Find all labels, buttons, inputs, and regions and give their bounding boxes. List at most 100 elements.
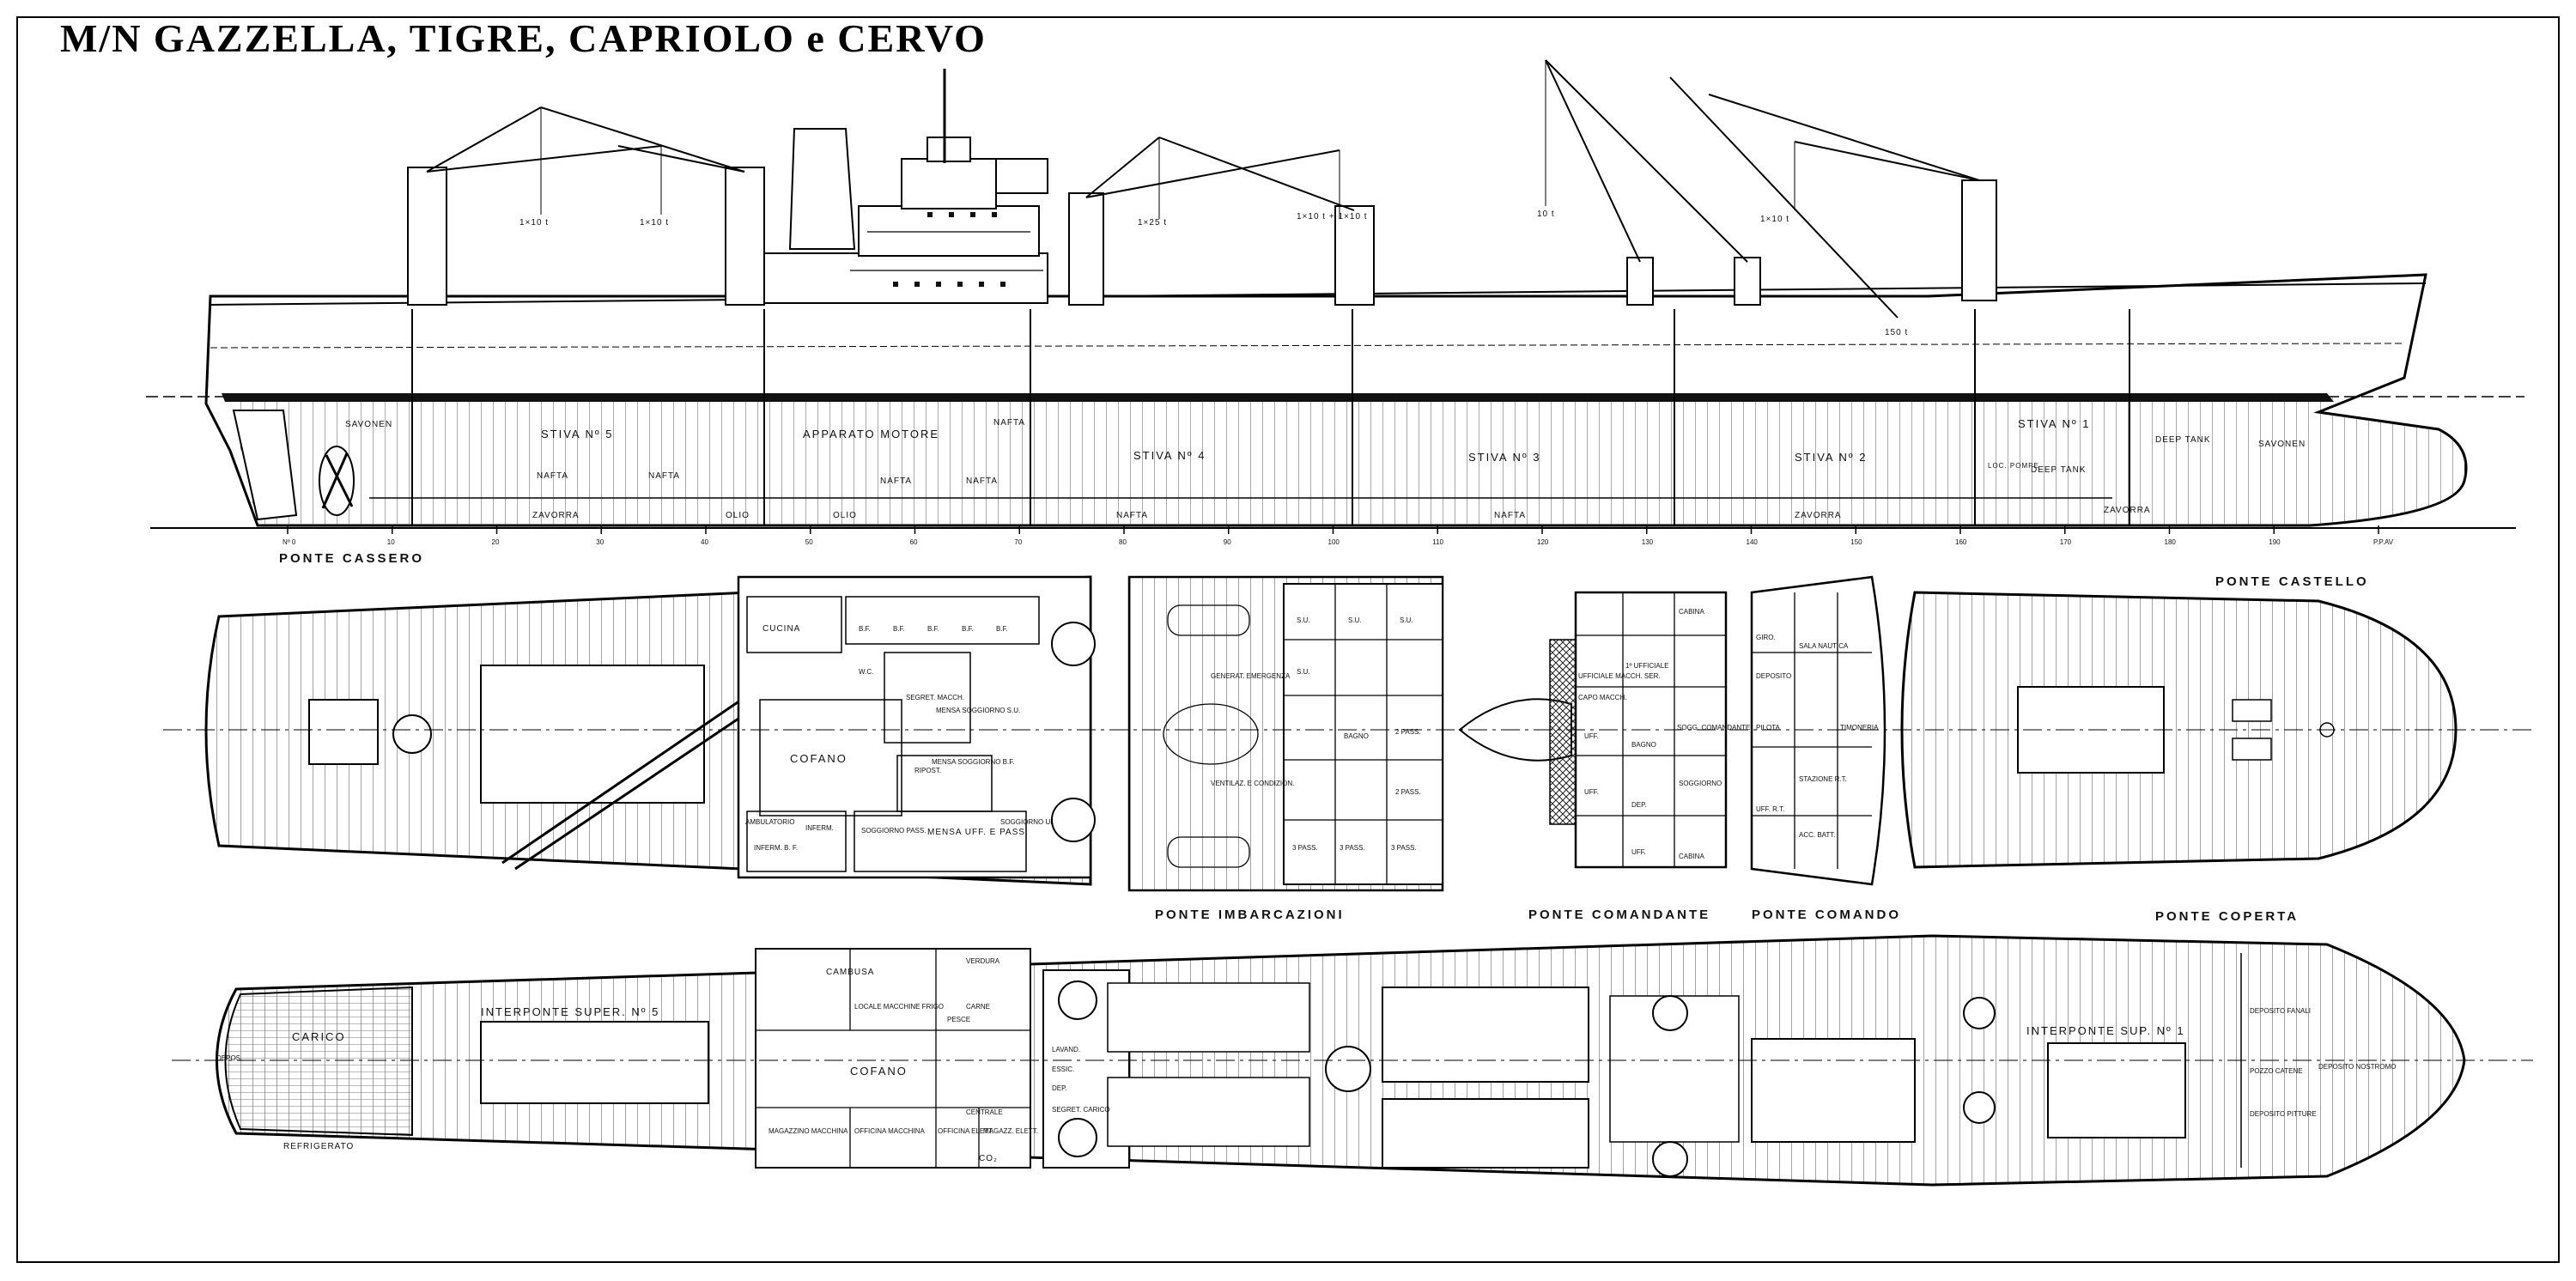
svg-text:STIVA Nº 1: STIVA Nº 1 (2018, 417, 2090, 430)
frame-number: 40 (701, 538, 708, 546)
svg-text:S.U.: S.U. (1400, 616, 1413, 624)
tank-labels: SAVONEN NAFTA NAFTA NAFTA NAFTA NAFTA ZA… (345, 418, 2305, 520)
frame-number: 60 (910, 538, 918, 546)
title-ponte-comando: PONTE COMANDO (1752, 908, 1901, 922)
svg-text:MAGAZZ. ELETT.: MAGAZZ. ELETT. (983, 1127, 1038, 1135)
frame-number: 170 (2060, 538, 2072, 546)
hold-labels: STIVA Nº 5 APPARATO MOTORE STIVA Nº 4 ST… (541, 417, 2090, 464)
svg-text:NAFTA: NAFTA (648, 471, 680, 481)
title-ponte-comandante: PONTE COMANDANTE (1528, 908, 1710, 922)
svg-text:SOGG. COMANDANTE: SOGG. COMANDANTE (1677, 724, 1750, 732)
interponte-aft-labels: INTERPONTE SUPER. Nº 5 CARICO REFRIGERAT… (216, 1005, 658, 1151)
frame-number: 20 (492, 538, 500, 546)
svg-text:ZAVORRA: ZAVORRA (532, 511, 580, 520)
svg-text:ACC. BATT.: ACC. BATT. (1799, 831, 1836, 839)
svg-text:W.C.: W.C. (859, 668, 873, 676)
svg-text:B.F.: B.F. (996, 625, 1008, 633)
svg-text:SOGGIORNO PASS.: SOGGIORNO PASS. (861, 827, 926, 835)
frame-number: 120 (1537, 538, 1549, 546)
svg-text:ZAVORRA: ZAVORRA (2104, 506, 2151, 515)
svg-text:1º UFFICIALE: 1º UFFICIALE (1625, 662, 1669, 670)
svg-text:RIPOST.: RIPOST. (914, 767, 941, 774)
svg-text:COFANO: COFANO (850, 1065, 908, 1078)
tween-deck-plan: INTERPONTE SUPER. Nº 5 CARICO REFRIGERAT… (172, 934, 2533, 1187)
svg-text:S.U.: S.U. (1297, 616, 1310, 624)
frame-number: Nº 0 (283, 538, 296, 546)
svg-text:DEEP TANK: DEEP TANK (2031, 465, 2087, 475)
imbarcazioni-room-labels: GENERAT. EMERGENZA VENTILAZ. E CONDIZION… (1211, 616, 1421, 852)
frame-number: 100 (1328, 538, 1340, 546)
svg-text:CARICO: CARICO (292, 1030, 346, 1043)
svg-text:NAFTA: NAFTA (880, 477, 912, 486)
svg-text:REFRIGERATO: REFRIGERATO (283, 1142, 354, 1151)
drawing-title: M/N GAZZELLA, TIGRE, CAPRIOLO e CERVO (60, 16, 987, 60)
svg-text:10 t: 10 t (1537, 209, 1555, 219)
svg-text:CAMBUSA: CAMBUSA (826, 968, 874, 977)
interponte-fwd-labels: INTERPONTE SUP. Nº 1 DEPOSITO NOSTROMO D… (2026, 1007, 2397, 1118)
svg-text:DEEP TANK: DEEP TANK (2155, 435, 2211, 445)
svg-text:INFERM. B. F.: INFERM. B. F. (754, 844, 798, 852)
svg-text:S.U.: S.U. (1297, 668, 1310, 676)
svg-text:PILOTA: PILOTA (1756, 724, 1781, 732)
svg-text:NAFTA: NAFTA (1494, 511, 1526, 520)
svg-text:CABINA: CABINA (1679, 608, 1704, 616)
svg-text:POZZO CATENE: POZZO CATENE (2250, 1067, 2303, 1075)
svg-text:1×10 t + 1×10 t: 1×10 t + 1×10 t (1297, 212, 1368, 222)
svg-text:B.F.: B.F. (962, 625, 974, 633)
svg-text:ESSIC.: ESSIC. (1052, 1065, 1074, 1073)
svg-text:ZAVORRA: ZAVORRA (1795, 511, 1842, 520)
sheet-border (16, 16, 2560, 1263)
svg-text:MAGAZZINO MACCHINA: MAGAZZINO MACCHINA (769, 1127, 848, 1135)
svg-text:UFF.: UFF. (1584, 788, 1599, 796)
derrick-rigging (426, 59, 1980, 319)
frame-number: 10 (387, 538, 395, 546)
comandante-room-labels: UFFICIALE MACCH. SER. 1º UFFICIALE CAPO … (1578, 608, 1750, 860)
svg-text:GENERAT. EMERGENZA: GENERAT. EMERGENZA (1211, 672, 1291, 680)
svg-text:SOGGIORNO: SOGGIORNO (1679, 780, 1722, 787)
frame-number: 70 (1014, 538, 1022, 546)
svg-text:SAVONEN: SAVONEN (345, 420, 392, 429)
svg-text:CUCINA: CUCINA (762, 624, 800, 634)
svg-text:DEPOSITO FANALI: DEPOSITO FANALI (2250, 1007, 2311, 1015)
svg-text:CABINA: CABINA (1679, 853, 1704, 860)
svg-text:TIMONERIA: TIMONERIA (1840, 724, 1879, 732)
svg-text:STIVA Nº 4: STIVA Nº 4 (1133, 449, 1206, 462)
svg-text:BAGNO: BAGNO (1631, 741, 1656, 749)
svg-text:BAGNO: BAGNO (1344, 732, 1369, 740)
svg-text:LOCALE MACCHINE FRIGO: LOCALE MACCHINE FRIGO (854, 1003, 944, 1011)
frame-number: 50 (805, 538, 813, 546)
svg-text:CENTRALE: CENTRALE (966, 1108, 1003, 1116)
accommodation-block (737, 575, 1092, 879)
svg-text:OFFICINA ELETT.: OFFICINA ELETT. (938, 1127, 993, 1135)
svg-text:3 PASS.: 3 PASS. (1391, 844, 1417, 852)
svg-text:MENSA SOGGIORNO B.F.: MENSA SOGGIORNO B.F. (932, 758, 1014, 766)
svg-text:DEP.: DEP. (1631, 801, 1647, 809)
svg-text:SEGRET. MACCH.: SEGRET. MACCH. (906, 694, 964, 701)
derrick-posts (407, 167, 1997, 306)
svg-text:CARNE: CARNE (966, 1003, 990, 1011)
frame-number: 140 (1747, 538, 1759, 546)
coperta-room-labels: CUCINA COFANO MENSA SOGGIORNO S.U. MENSA… (745, 624, 1060, 852)
frame-number: 80 (1119, 538, 1127, 546)
comando-room-labels: SALA NAUTICA TIMONERIA STAZIONE R.T. GIR… (1756, 634, 1879, 839)
svg-text:DEP.: DEP. (1052, 1084, 1067, 1092)
plan-comando (1750, 575, 1886, 886)
svg-text:PESCE: PESCE (947, 1016, 970, 1023)
deck-titles: PONTE CASSERO PONTE CASTELLO PONTE IMBAR… (279, 551, 2366, 924)
svg-text:NAFTA: NAFTA (966, 477, 998, 486)
svg-text:2 PASS.: 2 PASS. (1395, 788, 1421, 796)
svg-text:MENSA SOGGIORNO S.U.: MENSA SOGGIORNO S.U. (936, 707, 1020, 714)
svg-text:LAVAND.: LAVAND. (1052, 1046, 1080, 1053)
frame-number: P.P.AV (2373, 538, 2394, 546)
frame-number: 160 (1955, 538, 1967, 546)
svg-text:APPARATO MOTORE: APPARATO MOTORE (803, 428, 939, 440)
svg-text:STIVA Nº 2: STIVA Nº 2 (1795, 451, 1867, 464)
svg-text:SALA NAUTICA: SALA NAUTICA (1799, 642, 1849, 650)
frame-number: 90 (1224, 538, 1231, 546)
frame-number: 180 (2165, 538, 2177, 546)
svg-text:CO₂: CO₂ (979, 1154, 998, 1163)
svg-text:UFF.: UFF. (1584, 732, 1599, 740)
